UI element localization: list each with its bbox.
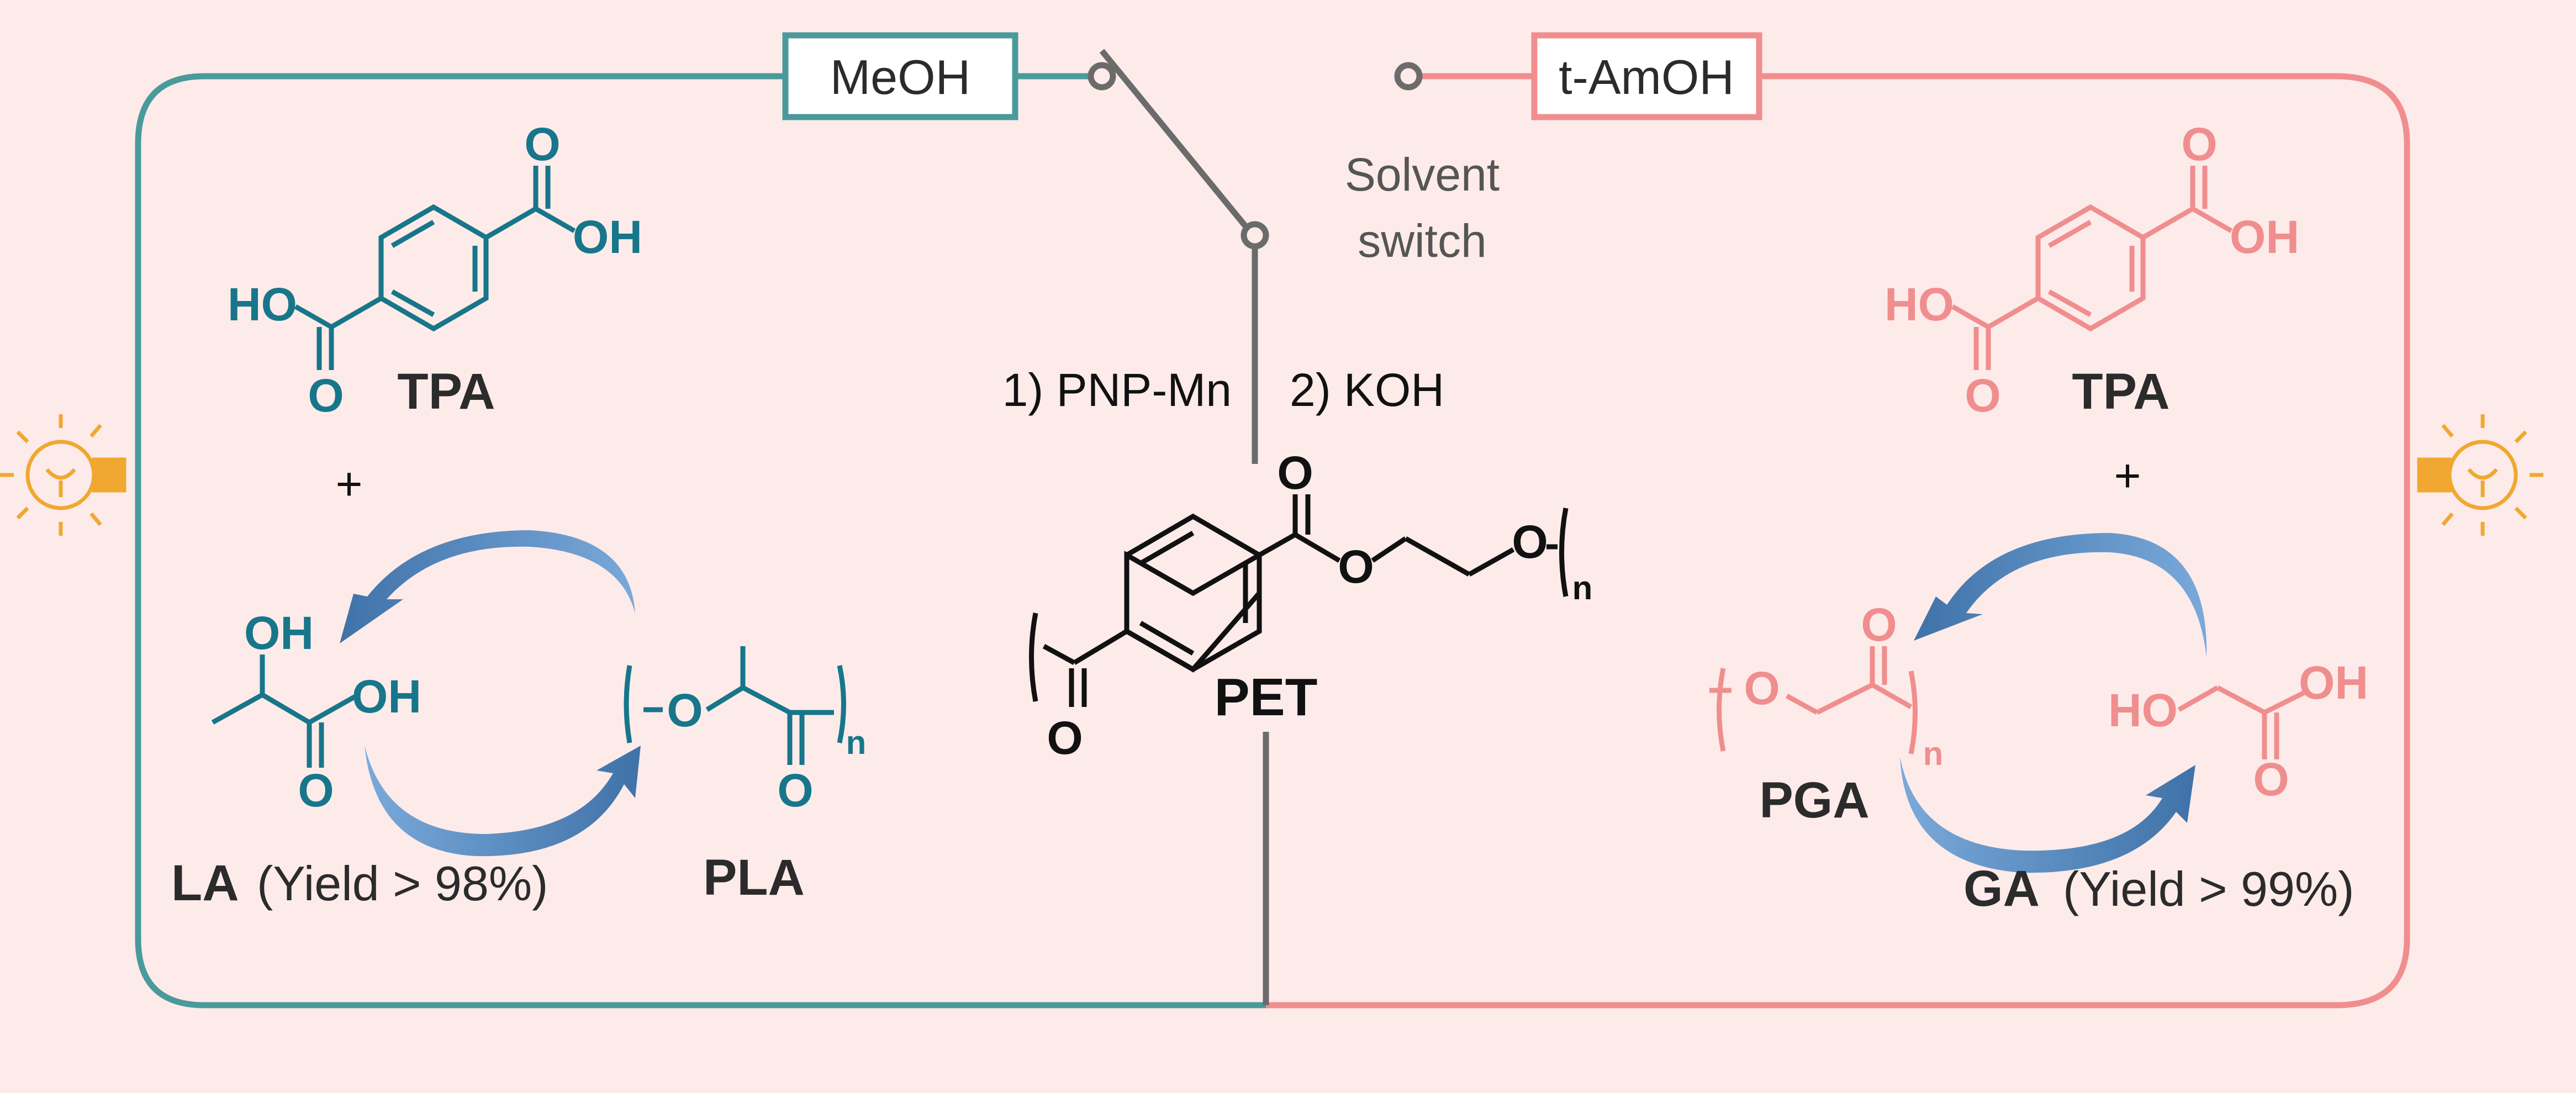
left-tpa-o-top: O — [524, 118, 560, 170]
pga-o-chain: O — [1744, 662, 1780, 714]
right-tpa-structure — [1951, 166, 2233, 370]
la-oh-top: OH — [244, 607, 314, 659]
left-tpa-oh-top: OH — [573, 211, 642, 263]
ga-ho-left: HO — [2108, 684, 2178, 736]
la-oh-right: OH — [352, 670, 421, 722]
left-tpa-ho-left: HO — [228, 278, 297, 330]
pga-structure — [1709, 646, 1918, 754]
pet-o-link: O — [1338, 541, 1374, 593]
ga-structure — [2177, 685, 2310, 759]
left-tpa-structure — [294, 166, 576, 370]
step1-label: 1) PNP-Mn — [1002, 364, 1232, 416]
right-tpa-o-bottom: O — [1965, 369, 2000, 421]
pet-o-carbonyl: O — [1277, 447, 1313, 499]
solvent-switch — [1088, 49, 1423, 1005]
right-tpa-o-top: O — [2181, 118, 2217, 170]
right-tpa-oh-top: OH — [2230, 211, 2299, 263]
right-cycle-arrow-top — [1914, 533, 2207, 657]
lightbulb-icon — [2417, 414, 2543, 536]
pla-structure — [624, 646, 846, 765]
pga-label: PGA — [1759, 772, 1869, 828]
la-o-bottom: O — [298, 764, 334, 816]
la-structure — [211, 654, 358, 768]
switch-pivot — [1241, 221, 1269, 250]
right-circuit-wire — [1266, 73, 2410, 1008]
left-cycle-arrow-top — [340, 530, 635, 643]
pet-n: n — [1572, 569, 1593, 606]
step2-label: 2) KOH — [1290, 364, 1444, 416]
pla-o-carbonyl: O — [777, 764, 813, 816]
switch-contact-right — [1394, 62, 1423, 91]
pla-n: n — [846, 724, 867, 761]
left-plus: + — [335, 458, 362, 510]
ga-name: GA — [1963, 860, 2040, 917]
right-tpa-ho-left: HO — [1885, 278, 1954, 330]
pet-structure — [1029, 494, 1569, 707]
switch-contact-left — [1088, 62, 1116, 91]
left-cycle-arrow-bottom — [365, 746, 641, 857]
pla-o-chain: O — [667, 684, 703, 736]
pet-o-left: O — [1047, 712, 1083, 764]
right-tpa-label: TPA — [2072, 363, 2169, 420]
pet-o-ether: O — [1512, 516, 1548, 568]
right-plus: + — [2114, 450, 2141, 501]
t-amoh-box: t-AmOH — [1531, 32, 1762, 120]
t-amoh-label: t-AmOH — [1559, 50, 1734, 104]
ga-yield: (Yield > 99%) — [2063, 862, 2354, 916]
meoh-box: MeOH — [782, 32, 1018, 120]
la-yield: (Yield > 98%) — [257, 856, 548, 911]
pga-n: n — [1923, 735, 1944, 772]
la-name: LA — [171, 855, 239, 911]
pga-o-carbonyl: O — [1861, 599, 1897, 651]
meoh-label: MeOH — [830, 50, 970, 104]
pla-label: PLA — [703, 849, 805, 906]
left-tpa-label: TPA — [397, 363, 495, 420]
switch-caption-line1: Solvent — [1345, 149, 1500, 200]
lightbulb-icon — [0, 414, 126, 536]
pet-label: PET — [1215, 668, 1318, 727]
left-tpa-o-bottom: O — [308, 369, 344, 421]
right-cycle-arrow-bottom — [1900, 757, 2195, 873]
switch-caption-line2: switch — [1358, 215, 1486, 267]
ga-o-bottom: O — [2253, 753, 2289, 805]
ga-oh-right: OH — [2299, 657, 2368, 709]
